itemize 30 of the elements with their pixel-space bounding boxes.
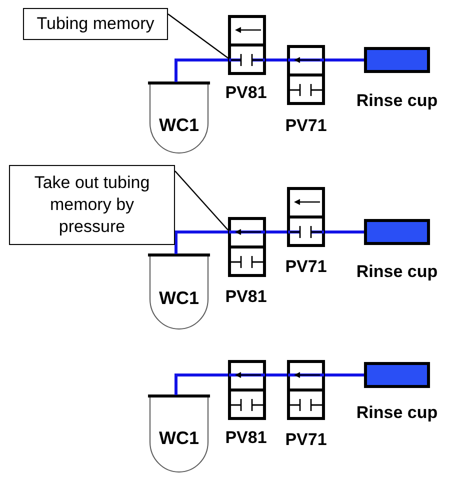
component-label: Rinse cup <box>356 403 438 423</box>
vessel-label: WC1 <box>158 288 200 309</box>
callout-text: Take out tubing memory by pressure <box>34 172 150 238</box>
tubing-line <box>266 58 287 62</box>
component-label: PV71 <box>285 257 327 277</box>
tubing-line <box>325 58 364 62</box>
leader-line <box>168 13 228 59</box>
component-label: Rinse cup <box>356 262 438 282</box>
leader-line <box>174 170 228 230</box>
vessel-label: WC1 <box>158 115 200 136</box>
tubing-line <box>266 230 287 234</box>
component-label: PV81 <box>225 428 267 448</box>
tubing-line <box>174 58 228 82</box>
rinse-cup <box>364 219 430 245</box>
tubing-line <box>325 374 364 376</box>
tubing-line <box>174 374 228 395</box>
component-label: PV81 <box>225 287 267 307</box>
tubing-line <box>325 230 364 234</box>
component-label: PV71 <box>285 116 327 136</box>
tubing-line <box>174 230 228 254</box>
rinse-cup <box>364 362 430 388</box>
callout-box <box>9 165 175 245</box>
rinse-cup <box>364 47 430 73</box>
callout-text: Tubing memory <box>36 12 154 35</box>
callout-box <box>23 8 168 40</box>
vessel-label: WC1 <box>158 428 200 449</box>
component-label: PV81 <box>225 83 267 103</box>
tubing-line <box>266 374 287 376</box>
component-label: Rinse cup <box>356 91 438 111</box>
component-label: PV71 <box>285 430 327 450</box>
